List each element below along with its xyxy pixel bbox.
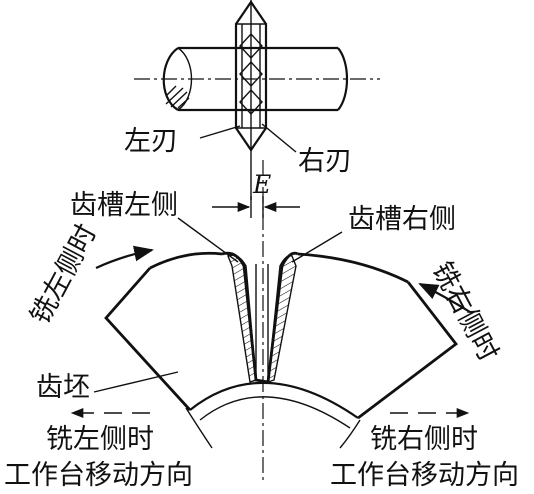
table-right-label-line2: 工作台移动方向 (330, 460, 519, 491)
right-edge-label: 右刃 (298, 146, 352, 177)
offset-label: E (252, 170, 271, 199)
table-left-label-line1: 铣左侧时 (46, 424, 154, 455)
slot-left-label: 齿槽左侧 (70, 190, 178, 221)
slot-left-leader (177, 217, 239, 263)
left-edge-leader (199, 125, 241, 139)
milling-right-label: 铣右侧时 (426, 257, 504, 367)
blank-label: 齿坯 (36, 372, 90, 403)
gear-blank (104, 251, 458, 449)
offset-dimension (212, 196, 300, 218)
table-left-label-line2: 工作台移动方向 (4, 460, 193, 491)
milling-right-arrow (418, 283, 471, 313)
left-edge-label: 左刃 (124, 126, 178, 157)
milling-left-label: 铣左侧时 (25, 219, 103, 329)
milling-cutter (234, 0, 268, 152)
slot-right-leader (291, 231, 343, 263)
slot-right-label: 齿槽右侧 (348, 204, 456, 235)
table-right-label-line1: 铣右侧时 (370, 424, 478, 455)
shaft-end-hatch (165, 85, 190, 109)
blank-leader (93, 371, 179, 393)
right-edge-leader (261, 123, 297, 153)
milling-left-arrow (95, 245, 154, 269)
arbor-shaft (134, 46, 380, 112)
